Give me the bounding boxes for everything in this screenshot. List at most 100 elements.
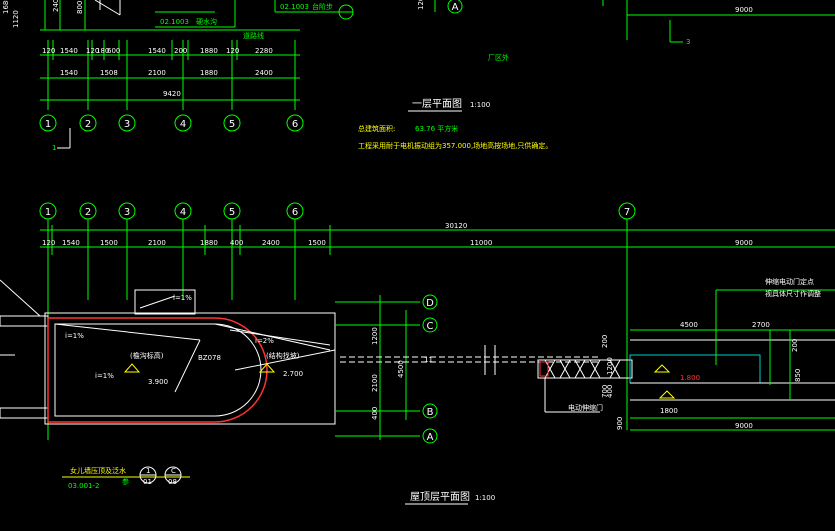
right-dim-900: 900	[616, 417, 624, 430]
roof-dim-7: 1500	[308, 239, 326, 247]
roof-axis-2: 2	[85, 207, 91, 218]
row-axis-b: B	[427, 407, 434, 418]
top-axis-bubbles: 1 2 3 4 5 6	[39, 114, 304, 132]
elev-3900: 3.900	[148, 378, 168, 386]
top-dim-240: 240	[52, 0, 60, 12]
label-tr2: 台阶步	[312, 2, 333, 11]
dim-total-top: 9420	[163, 90, 181, 98]
legend-sub-08: 08	[168, 478, 177, 486]
gutter-label: (檐沟标高)	[130, 351, 164, 360]
top-axis-5: 5	[229, 119, 235, 130]
top-axis-4: 4	[180, 119, 186, 130]
label-tr1: 02.1003	[280, 3, 309, 11]
legend-sub: 参	[122, 477, 129, 486]
label-tl3: 道路线	[243, 31, 264, 40]
top-dim-1120: 1120	[12, 10, 20, 28]
right-dim-1800: 1800	[660, 407, 678, 415]
roof-dim-6: 2400	[262, 239, 280, 247]
dim-r1-5: 1540	[148, 47, 166, 55]
dim-r2-3: 1880	[200, 69, 218, 77]
roof-dim-8: 11000	[470, 239, 492, 247]
centerline-mark: 11	[424, 356, 433, 364]
right-dim-4500: 4500	[680, 321, 698, 329]
row-axis-d: D	[426, 298, 434, 309]
right-dim-700: 700	[601, 385, 609, 398]
roof-axis-bubbles: 1 2 3 4 5 6 7	[39, 202, 636, 220]
top-axis-3: 3	[124, 119, 130, 130]
top-plan-title: 一层平面图	[412, 98, 462, 110]
row-axis-a: A	[427, 432, 434, 443]
roof-dim-2: 1500	[100, 239, 118, 247]
roof-axis-5: 5	[229, 207, 235, 218]
legend-num-1: 1	[146, 467, 150, 475]
slope-label-1: i=1%	[173, 294, 192, 302]
label-tl2: 硬水沟	[196, 17, 217, 26]
dim-r1-2: 120	[86, 47, 99, 55]
legend-num-c: C	[171, 467, 176, 475]
area-label: 总建筑面积:	[358, 124, 395, 133]
roof-plan-scale: 1:100	[475, 494, 495, 502]
top-axis-1: 1	[45, 119, 51, 130]
dim-r1-3: 180	[96, 47, 109, 55]
dim-r1-0: 120	[42, 47, 55, 55]
row-dim-2: 4500	[397, 360, 405, 378]
right-dim-200: 200	[791, 339, 799, 352]
right-dim-850: 850	[794, 369, 802, 382]
gate-label: 电动伸缩门	[568, 403, 603, 412]
roof-plan-title: 屋顶层平面图	[410, 491, 470, 503]
top-dim-800: 800	[76, 1, 84, 14]
right-dim-400: 400	[606, 385, 614, 398]
row-axis-c: C	[427, 321, 434, 332]
legend-text: 女儿墙压顶及泛水	[70, 466, 126, 475]
roof-dim-1: 1540	[62, 239, 80, 247]
electric-gate	[537, 359, 633, 379]
dim-r1-1: 1540	[60, 47, 78, 55]
roof-dim-9: 9000	[735, 239, 753, 247]
top-plan-note: 工程采用耐于电机振动组为357.000,场地高按场地,只供确定。	[358, 141, 552, 150]
elev-2700: 2.700	[283, 370, 303, 378]
dim-r1-9: 2280	[255, 47, 273, 55]
row-dim-0: 1200	[371, 327, 379, 345]
top-dim-120: 120	[417, 0, 425, 10]
right-top-dim: 9000	[735, 6, 753, 14]
roof-axis-7: 7	[624, 207, 630, 218]
dim-r2-1: 1508	[100, 69, 118, 77]
dim-r1-6: 200	[174, 47, 187, 55]
right-dim-1200: 1200	[606, 357, 614, 375]
dim-r2-4: 2400	[255, 69, 273, 77]
dim-r1-7: 1880	[200, 47, 218, 55]
top-plan: 1680 240 800 1120 02.1003 硬水沟 道路线 02.100…	[2, 0, 835, 152]
slope-label-0: i=1%	[65, 332, 84, 340]
slope-red: 1.800	[680, 374, 700, 382]
bz-label: BZ078	[198, 354, 221, 362]
factory-label: 厂区外	[488, 53, 509, 62]
right-dim-2700: 2700	[752, 321, 770, 329]
roof-dim-5: 400	[230, 239, 243, 247]
roof-axis-4: 4	[180, 207, 186, 218]
roof-dim-total: 30120	[445, 222, 467, 230]
parapet-outline	[47, 317, 268, 423]
row-dim-3: 400	[371, 407, 379, 420]
right-label-3: 3	[686, 38, 690, 46]
struct-label: (结构找坡)	[266, 351, 300, 360]
legend-ref: 03.001-2	[68, 482, 99, 490]
right-dim-200b: 200	[601, 335, 609, 348]
right-note-2: 视具体尺寸作调整	[765, 289, 821, 298]
left-label-1: 1	[52, 144, 56, 152]
dim-r2-0: 1540	[60, 69, 78, 77]
top-axis-6: 6	[292, 119, 298, 130]
roof-plan: 1 2 3 4 5 6 7 30120 120 1540 1500	[0, 202, 835, 505]
label-tl1: 02.1003	[160, 18, 189, 26]
dim-r1-8: 120	[226, 47, 239, 55]
dim-r2-2: 2100	[148, 69, 166, 77]
area-value: 63.76 平方米	[415, 124, 458, 133]
axis-a-top: A	[452, 2, 459, 13]
roof-axis-3: 3	[124, 207, 130, 218]
roof-dim-0: 120	[42, 239, 55, 247]
roof-axis-1: 1	[45, 207, 51, 218]
roof-axis-6: 6	[292, 207, 298, 218]
legend-sub-01: 01	[143, 478, 152, 486]
slope-label-3: i=1%	[95, 372, 114, 380]
roof-dim-3: 2100	[148, 239, 166, 247]
